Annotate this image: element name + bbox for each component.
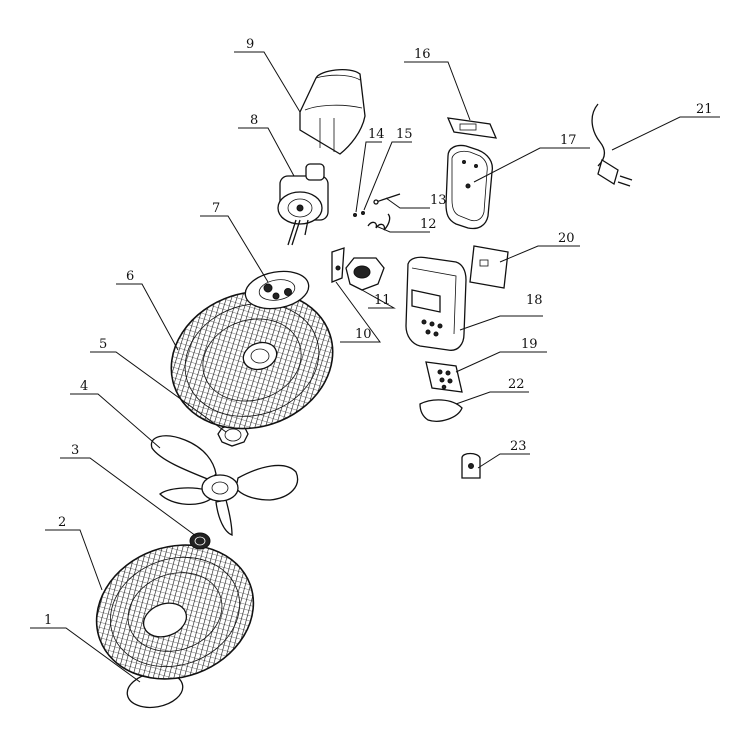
callout-21: 21 bbox=[696, 102, 713, 117]
part-20-pcb-board bbox=[469, 245, 509, 289]
part-19-button-panel bbox=[425, 361, 463, 393]
callout-23: 23 bbox=[510, 439, 527, 454]
leader-lines bbox=[30, 51, 720, 683]
callout-1: 1 bbox=[44, 613, 52, 628]
callout-10: 10 bbox=[355, 327, 372, 342]
part-16-bracket bbox=[446, 117, 498, 139]
part-17-wall-plate bbox=[445, 144, 494, 230]
callout-22: 22 bbox=[508, 377, 525, 392]
callout-3: 3 bbox=[71, 443, 79, 458]
callout-17: 17 bbox=[560, 133, 577, 148]
callout-11: 11 bbox=[374, 293, 391, 308]
callout-7: 7 bbox=[212, 201, 220, 216]
part-8-motor bbox=[277, 163, 329, 246]
part-9-motor-rear-cover bbox=[299, 68, 366, 155]
callout-12: 12 bbox=[420, 217, 437, 232]
callout-15: 15 bbox=[396, 127, 413, 142]
part-23-remote-holder bbox=[461, 452, 481, 479]
callout-9: 9 bbox=[246, 37, 254, 52]
callout-19: 19 bbox=[521, 337, 538, 352]
callout-13: 13 bbox=[430, 193, 447, 208]
callout-2: 2 bbox=[58, 515, 66, 530]
part-15-screw bbox=[361, 211, 365, 215]
callout-labels: 1 2 3 4 5 6 7 8 9 10 11 12 13 14 15 16 1… bbox=[44, 37, 713, 628]
part-13-pin bbox=[373, 193, 401, 205]
part-7-motor-mount-plate bbox=[244, 270, 310, 310]
callout-16: 16 bbox=[414, 47, 431, 62]
part-2-front-grille bbox=[95, 544, 255, 680]
part-11-gear-box bbox=[345, 257, 385, 291]
callout-5: 5 bbox=[99, 337, 107, 352]
callout-14: 14 bbox=[368, 127, 385, 142]
part-14-screw bbox=[353, 213, 357, 217]
part-10-clip bbox=[331, 247, 345, 283]
callout-4: 4 bbox=[80, 379, 88, 394]
callout-6: 6 bbox=[126, 269, 134, 284]
part-21-power-cord bbox=[591, 103, 633, 187]
part-3-spinner-cap bbox=[189, 532, 211, 550]
part-12-spring bbox=[367, 213, 391, 231]
part-4-fan-blade bbox=[150, 435, 299, 536]
callout-20: 20 bbox=[558, 231, 575, 246]
part-6-rear-grille bbox=[170, 290, 334, 430]
part-18-housing bbox=[405, 256, 467, 351]
callout-18: 18 bbox=[526, 293, 543, 308]
callout-8: 8 bbox=[250, 113, 258, 128]
part-22-bottom-cap bbox=[419, 399, 463, 422]
